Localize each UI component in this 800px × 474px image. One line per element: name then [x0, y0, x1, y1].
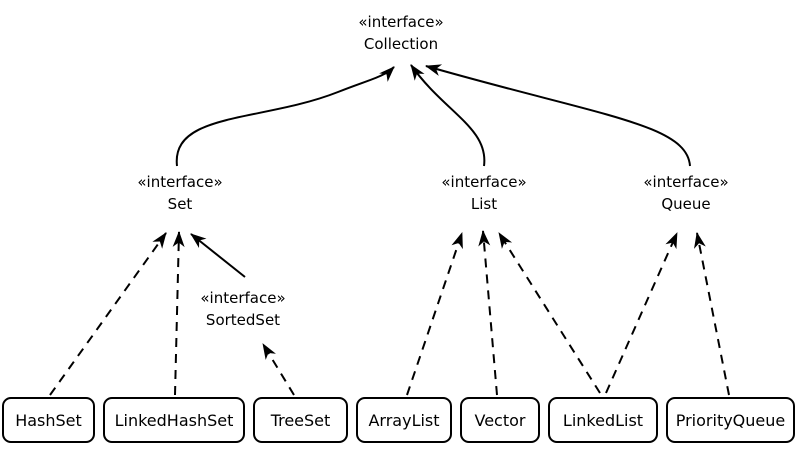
sortedset-name: SortedSet [205, 311, 281, 329]
class-box-hashset: HashSet [2, 397, 95, 443]
class-label: TreeSet [270, 410, 331, 430]
interface-set: «interface» Set [137, 171, 222, 215]
queue-name: Queue [661, 195, 711, 213]
class-box-linkedhashset: LinkedHashSet [103, 397, 245, 443]
edge-arraylist-implements-list [406, 232, 463, 396]
class-box-arraylist: ArrayList [356, 397, 452, 443]
interface-sortedset: «interface» SortedSet [200, 287, 285, 331]
collection-name: Collection [363, 35, 439, 53]
set-stereotype: «interface» [137, 173, 223, 191]
class-label: ArrayList [368, 410, 440, 430]
class-label: HashSet [15, 410, 82, 430]
edge-linkedlist-implements-queue [605, 232, 678, 394]
class-box-treeset: TreeSet [253, 397, 348, 443]
edge-vector-implements-list [478, 230, 498, 396]
edge-priorityqueue-implements-queue [694, 232, 730, 396]
list-name: List [470, 195, 498, 213]
edge-treeset-implements-sortedset [262, 343, 295, 396]
class-box-vector: Vector [460, 397, 540, 443]
edge-queue-extends-collection [425, 64, 691, 167]
class-label: LinkedList [562, 410, 644, 430]
edge-hashset-implements-set [49, 232, 167, 396]
class-label: Vector [474, 410, 526, 430]
edge-set-extends-collection [175, 66, 395, 167]
sortedset-stereotype: «interface» [200, 289, 286, 307]
edge-linkedlist-implements-list [498, 232, 601, 394]
list-stereotype: «interface» [441, 173, 527, 191]
queue-stereotype: «interface» [643, 173, 729, 191]
class-label: PriorityQueue [675, 410, 786, 430]
set-name: Set [167, 195, 193, 213]
interface-list: «interface» List [441, 171, 526, 215]
class-label: LinkedHashSet [114, 410, 234, 430]
interface-collection: «interface» Collection [358, 11, 443, 55]
class-box-priorityqueue: PriorityQueue [666, 397, 795, 443]
edge-list-extends-collection [410, 64, 486, 167]
class-box-linkedlist: LinkedList [548, 397, 658, 443]
interface-queue: «interface» Queue [643, 171, 728, 215]
edge-sortedset-extends-set [190, 233, 246, 278]
edge-linkedhashset-implements-set [172, 231, 185, 396]
collection-stereotype: «interface» [358, 13, 444, 31]
